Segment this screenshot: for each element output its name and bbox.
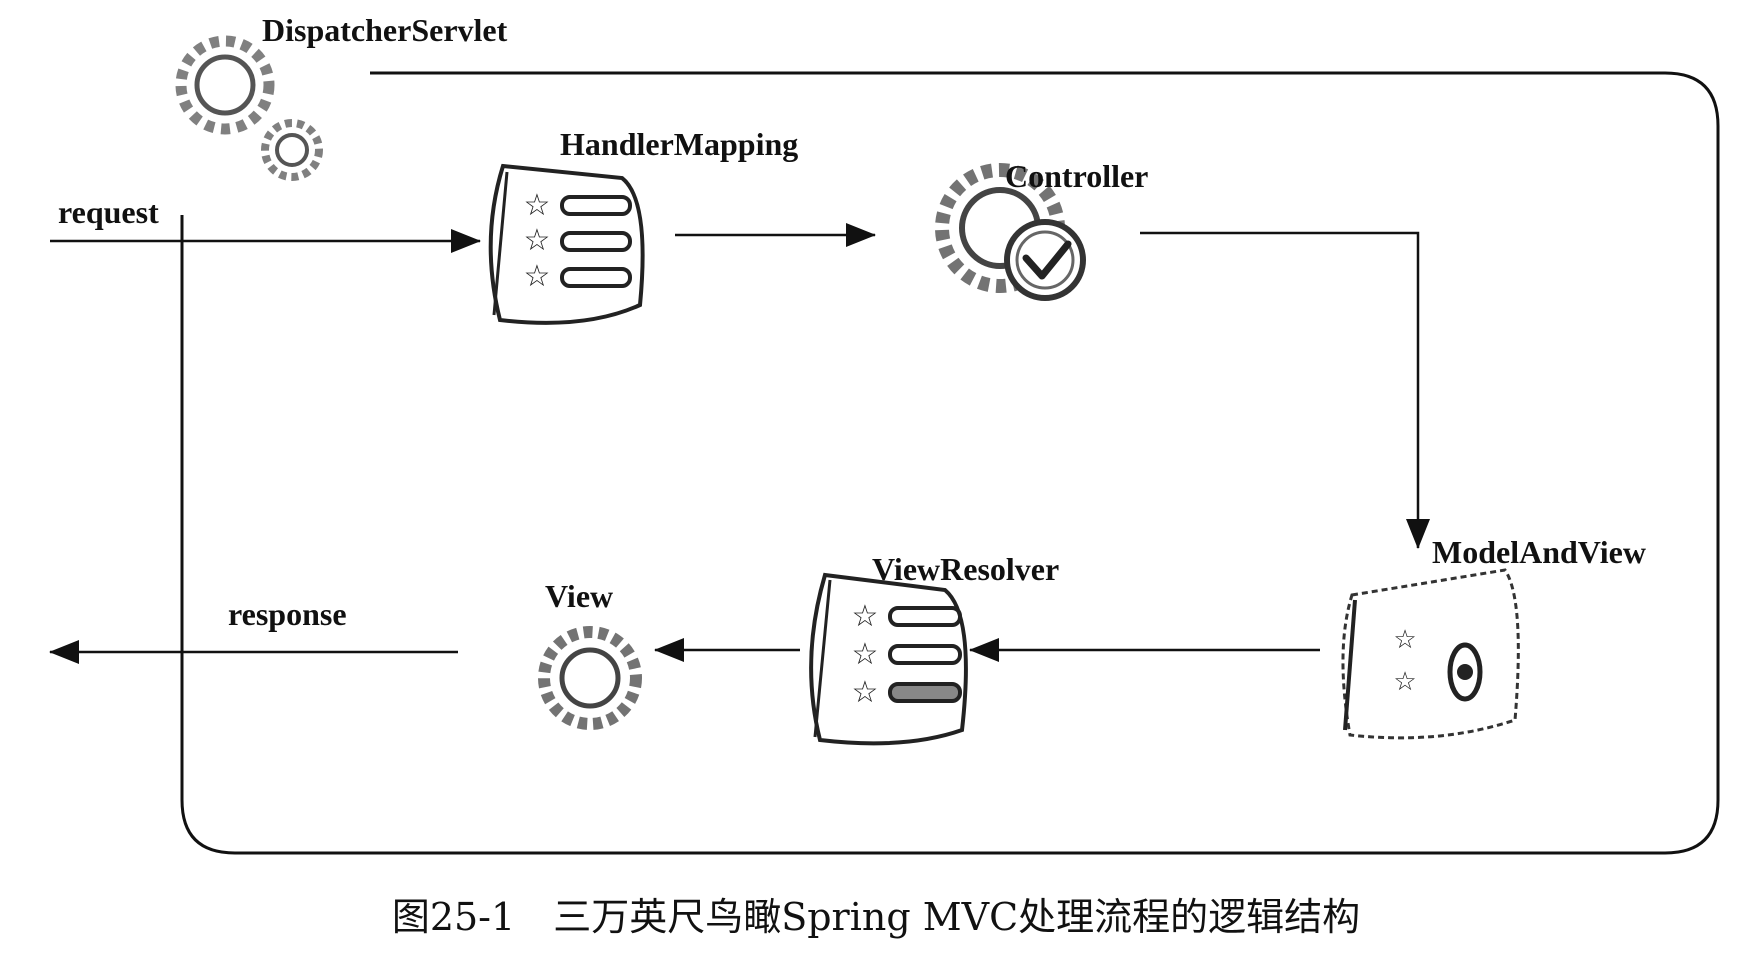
view-icon xyxy=(538,626,642,730)
svg-text:☆: ☆ xyxy=(524,189,551,222)
svg-text:☆: ☆ xyxy=(524,260,551,293)
controller-icon xyxy=(935,163,1086,301)
svg-text:☆: ☆ xyxy=(1393,625,1416,654)
svg-text:☆: ☆ xyxy=(852,638,879,671)
svg-text:☆: ☆ xyxy=(524,224,551,257)
dispatcher-servlet-label: DispatcherServlet xyxy=(262,12,508,48)
figure-number: 图25-1 xyxy=(391,895,516,939)
model-and-view-icon: ☆ ☆ xyxy=(1341,568,1520,740)
request-label: request xyxy=(58,194,159,230)
svg-text:☆: ☆ xyxy=(1393,667,1416,696)
dispatcher-servlet-frame xyxy=(180,71,1720,855)
controller-to-modelandview-arrow xyxy=(1140,231,1430,549)
gears-icon xyxy=(175,35,323,181)
view-resolver-icon: ☆ ☆ ☆ xyxy=(809,572,968,746)
model-and-view-label: ModelAndView xyxy=(1432,534,1646,570)
response-label: response xyxy=(228,596,347,632)
controller-label: Controller xyxy=(1005,158,1149,194)
figure-title: 三万英尺鸟瞰Spring MVC处理流程的逻辑结构 xyxy=(553,895,1361,939)
svg-text:☆: ☆ xyxy=(852,676,879,709)
figure-caption: 图25-1 三万英尺鸟瞰Spring MVC处理流程的逻辑结构 xyxy=(0,898,1752,936)
view-label: View xyxy=(545,578,614,614)
handler-mapping-icon: ☆ ☆ ☆ xyxy=(488,163,645,325)
handler-mapping-label: HandlerMapping xyxy=(560,126,799,162)
svg-text:☆: ☆ xyxy=(852,600,879,633)
view-resolver-label: ViewResolver xyxy=(872,551,1060,587)
